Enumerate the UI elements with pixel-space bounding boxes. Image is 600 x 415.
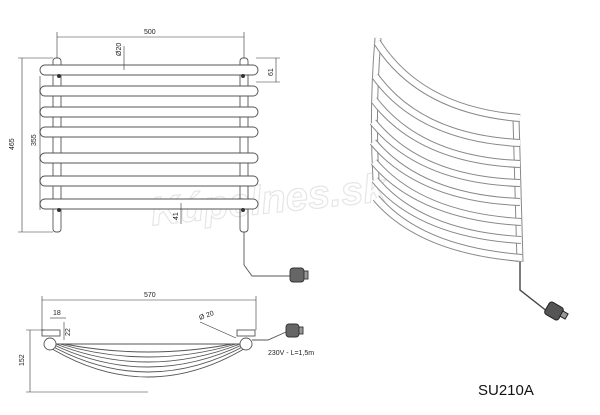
front-diameter-label: Ø20 xyxy=(116,43,123,56)
bottom-depth-label: 152 xyxy=(19,354,26,366)
power-cable xyxy=(243,232,290,277)
wall-brackets xyxy=(57,74,245,212)
front-width-label: 500 xyxy=(144,29,156,36)
front-bottom-offset-label: 41 xyxy=(173,212,180,220)
horizontal-bars xyxy=(39,64,259,210)
front-dimensions xyxy=(18,32,280,233)
bottom-rail-label: Ø 20 xyxy=(198,310,215,322)
bottom-view xyxy=(41,323,304,378)
perspective-plug-icon xyxy=(544,301,569,321)
bottom-gap-label: 22 xyxy=(65,328,72,336)
bottom-width-label: 570 xyxy=(144,292,156,299)
front-height-label: 465 xyxy=(9,138,16,150)
bottom-power-cable xyxy=(252,331,287,341)
perspective-view xyxy=(369,37,569,321)
model-name: SU210A xyxy=(478,382,534,399)
bottom-plug-icon xyxy=(285,323,304,338)
front-view xyxy=(39,57,309,283)
perspective-cable xyxy=(519,262,549,313)
bottom-dimensions xyxy=(26,296,257,393)
front-inner-height-label: 355 xyxy=(31,134,38,146)
bottom-cable-label: 230V - L=1,5m xyxy=(268,350,314,357)
bottom-pipe-label: 18 xyxy=(53,310,61,317)
plug-icon xyxy=(289,267,309,283)
left-post-section xyxy=(43,337,57,351)
right-post-section xyxy=(239,337,253,351)
front-top-offset-label: 61 xyxy=(268,68,275,76)
